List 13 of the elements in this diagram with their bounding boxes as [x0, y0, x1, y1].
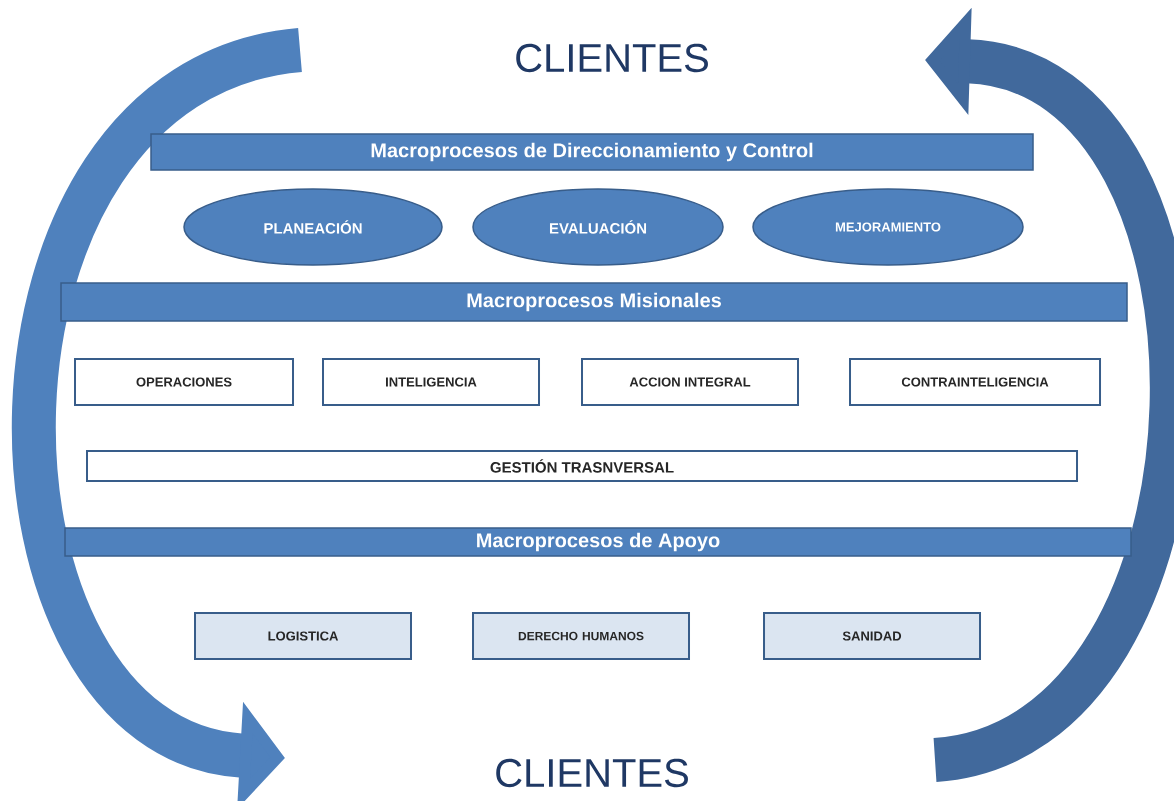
process-box: OPERACIONES [74, 358, 294, 406]
heading-text: CLIENTES [516, 43, 708, 73]
section-bar: Macroprocesos de Direccionamiento y Control [150, 133, 1034, 171]
process-box: INTELIGENCIA [322, 358, 540, 406]
process-box: ACCION INTEGRAL [581, 358, 799, 406]
process-box: SANIDAD [763, 612, 981, 660]
section-bar: Macroprocesos Misionales [60, 282, 1128, 322]
process-box: LOGISTICA [194, 612, 412, 660]
process-bar: GESTIÓN TRASNVERSAL [86, 450, 1078, 482]
section-bar: Macroprocesos de Apoyo [64, 527, 1132, 557]
process-box: DERECHO HUMANOS [472, 612, 690, 660]
heading-text: CLIENTES [496, 758, 688, 788]
process-box: CONTRAINTELIGENCIA [849, 358, 1101, 406]
